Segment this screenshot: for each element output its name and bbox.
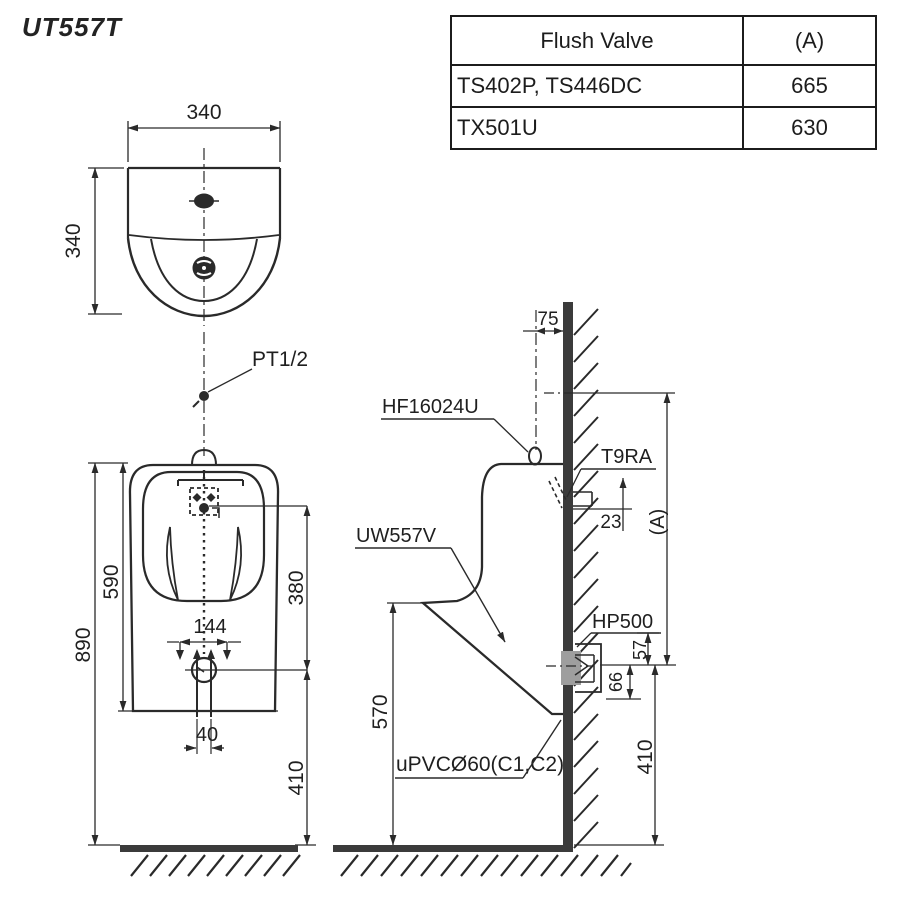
dim-supply-offset: 75 <box>523 309 563 450</box>
inlet-spud-top <box>189 193 219 209</box>
table-row-1-flush-valve: TS402P, TS446DC <box>452 64 742 106</box>
dim-label-40: 40 <box>196 724 218 746</box>
dim-label-890: 890 <box>72 627 95 662</box>
top-spout-bump <box>191 448 217 466</box>
dim-label-23: 23 <box>600 512 621 533</box>
bracket-callout: T9RA <box>548 446 656 509</box>
sensor-window <box>177 473 244 518</box>
drain-outlet-front <box>190 656 218 684</box>
dim-lip-height: 570 <box>369 602 423 846</box>
dim-label-380: 380 <box>285 570 308 605</box>
dim-label-66: 66 <box>606 672 626 692</box>
table-header-a: (A) <box>742 17 875 64</box>
spud-callout: HF16024U <box>381 396 542 466</box>
water-supply-point <box>192 391 209 408</box>
dim-label-57: 57 <box>630 640 650 660</box>
drain-pipe-front: 40 <box>184 649 224 754</box>
front-view: PT1/2 144 <box>72 332 316 877</box>
bowl-contour-lines <box>165 526 243 601</box>
dim-label-a: (A) <box>647 509 669 536</box>
dim-label-75: 75 <box>537 309 558 330</box>
drawing-title: UT557T <box>22 12 122 42</box>
dim-label-340-depth: 340 <box>62 223 85 258</box>
wall-outlet <box>546 643 602 693</box>
front-bowl-inner <box>141 470 266 603</box>
spud-label: HF16024U <box>382 396 479 418</box>
bracket-label: T9RA <box>601 446 653 468</box>
floor-front <box>88 844 301 877</box>
dim-top-width: 340 <box>127 101 281 162</box>
side-view: 75 HF16024U UW557V T9RA <box>333 302 676 877</box>
wall-hatching <box>573 308 599 849</box>
dim-top-depth: 340 <box>62 167 124 315</box>
floor-side <box>333 845 632 877</box>
dim-drain-height-front: 410 <box>285 669 316 846</box>
dim-body-height: 590 <box>100 462 278 712</box>
dim-drain-height-side: 410 <box>574 664 664 846</box>
dim-total-height: 890 <box>72 462 128 846</box>
side-body-outline <box>420 462 563 716</box>
table-row-2-flush-valve: TX501U <box>452 106 742 148</box>
front-body-outline <box>128 463 280 713</box>
table-row-2-a-value: 630 <box>742 106 875 148</box>
dim-label-144: 144 <box>193 616 226 638</box>
dim-bolt-spacing: 144 <box>167 616 241 660</box>
table-header-flush-valve: Flush Valve <box>540 27 654 53</box>
drain-strainer-top <box>192 256 216 280</box>
top-view: 340 340 <box>62 101 282 326</box>
supply-label: PT1/2 <box>252 348 308 371</box>
top-view-outline <box>126 166 282 318</box>
dim-bracket-offset: 23 <box>573 478 632 533</box>
dim-label-590: 590 <box>100 564 123 599</box>
supply-leader <box>207 368 253 393</box>
wall <box>563 302 573 852</box>
pipe-callout: uPVCØ60(C1,C2) <box>395 719 564 779</box>
dim-outlet-top: 57 <box>630 632 659 666</box>
flush-valve-table: Flush Valve (A) TS402P, TS446DC 665 TX50… <box>450 15 877 150</box>
body-callout: UW557V <box>355 525 506 643</box>
outlet-label: HP500 <box>592 611 653 633</box>
pipe-label: uPVCØ60(C1,C2) <box>396 753 564 776</box>
dim-spud-to-drain: 380 <box>285 505 311 671</box>
body-label: UW557V <box>356 525 437 547</box>
dim-label-410-side: 410 <box>634 739 657 774</box>
table-row-1-a-value: 665 <box>742 64 875 106</box>
dim-label-340-width: 340 <box>186 101 221 124</box>
dim-outlet-bottom: 66 <box>606 664 641 700</box>
dim-a: (A) <box>574 392 676 666</box>
dim-label-410-front: 410 <box>285 760 308 795</box>
dim-label-570: 570 <box>369 694 392 729</box>
